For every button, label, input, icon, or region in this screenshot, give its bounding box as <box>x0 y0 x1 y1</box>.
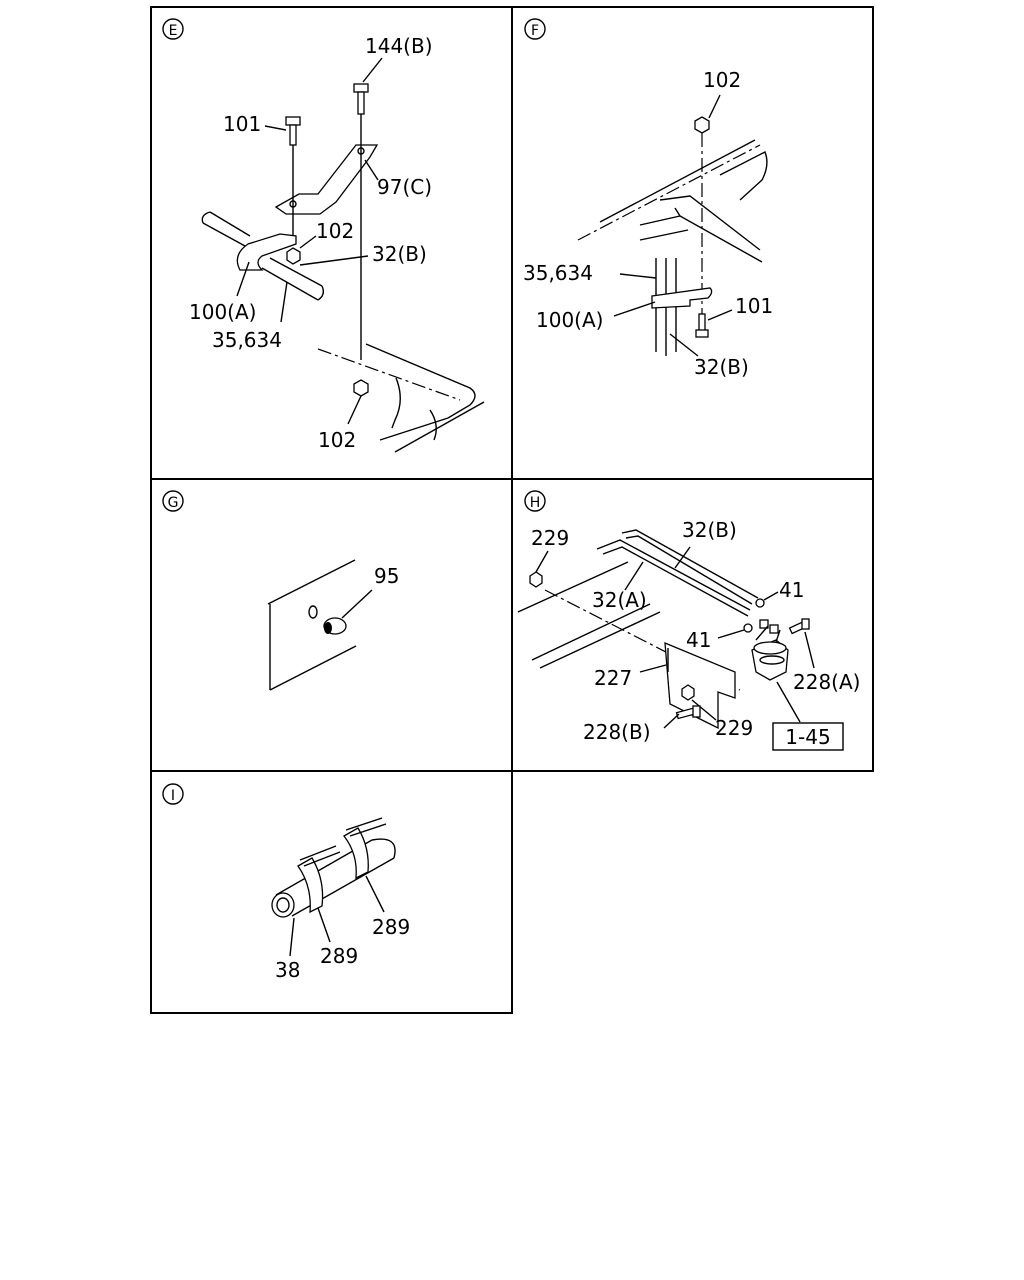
panel-e-marker: E <box>162 18 184 40</box>
label-38: 38 <box>275 958 300 982</box>
label-144b: 144(B) <box>365 34 433 58</box>
label-32a-h: 32(A) <box>592 588 647 612</box>
clamp-289-right <box>343 827 369 880</box>
grommet-95 <box>323 617 347 635</box>
bracket-97c <box>274 144 379 215</box>
pipe-35-634-e <box>201 211 325 301</box>
label-41-upper: 41 <box>779 578 804 602</box>
svg-text:H: H <box>530 495 541 511</box>
svg-text:E: E <box>169 23 178 39</box>
label-100a-e: 100(A) <box>189 300 256 324</box>
pipes-32-h <box>596 529 759 617</box>
panel-h: H 229 32(B) 32(A) 41 41 <box>517 490 860 751</box>
clamp-100a-f <box>651 287 713 309</box>
label-289-right: 289 <box>372 915 410 939</box>
label-229-right: 229 <box>715 716 753 740</box>
panel-e: E 144(B) 101 97(C) <box>162 18 485 453</box>
nut-229-left <box>529 571 543 588</box>
label-32b-e: 32(B) <box>372 242 427 266</box>
svg-text:G: G <box>168 495 179 511</box>
panel-frames <box>150 6 874 1014</box>
label-101: 101 <box>223 112 261 136</box>
bolt-101-f <box>695 313 709 338</box>
label-102-lower: 102 <box>318 428 356 452</box>
panel-i: I 289 38 289 <box>162 783 410 982</box>
label-228a: 228(A) <box>793 670 860 694</box>
label-95: 95 <box>374 564 399 588</box>
clamp-289-left <box>297 857 324 914</box>
panel-f: F 102 35,634 100(A) <box>523 18 773 379</box>
panel-f-marker: F <box>524 18 546 40</box>
panel-g-marker: G <box>162 490 184 512</box>
label-228b: 228(B) <box>583 720 651 744</box>
label-229-left: 229 <box>531 526 569 550</box>
fuel-filter-h <box>751 619 789 681</box>
label-41-lower: 41 <box>686 628 711 652</box>
nut-102-lower <box>353 379 369 397</box>
label-32b-h: 32(B) <box>682 518 737 542</box>
label-102-f: 102 <box>703 68 741 92</box>
hose-38 <box>271 838 396 918</box>
label-32b-f: 32(B) <box>694 355 749 379</box>
nut-229-right <box>681 684 695 701</box>
label-227: 227 <box>594 666 632 690</box>
label-97c: 97(C) <box>377 175 432 199</box>
svg-text:I: I <box>171 788 175 804</box>
clamp-100a-e <box>236 233 297 271</box>
washer-41-upper <box>755 598 765 608</box>
label-35-634-e: 35,634 <box>212 328 282 352</box>
label-101-f: 101 <box>735 294 773 318</box>
panel-plate-g <box>267 559 357 691</box>
label-100a-f: 100(A) <box>536 308 603 332</box>
label-289-left: 289 <box>320 944 358 968</box>
bolt-101 <box>285 116 301 146</box>
bracket-227 <box>664 641 736 730</box>
label-35-634-f: 35,634 <box>523 261 593 285</box>
fuel-tank-e <box>317 343 485 453</box>
bolt-228a <box>788 618 810 635</box>
ref-box-1-45[interactable]: 1-45 <box>772 722 844 751</box>
frame-f <box>577 139 768 263</box>
svg-text:1-45: 1-45 <box>785 725 830 749</box>
label-102-upper: 102 <box>316 219 354 243</box>
bolt-144b <box>353 83 369 115</box>
panel-i-marker: I <box>162 783 184 805</box>
nut-102-upper <box>286 247 301 265</box>
panel-g: G 95 <box>162 490 399 691</box>
svg-text:F: F <box>531 23 539 39</box>
nut-102-f <box>694 116 710 134</box>
washer-41-lower <box>743 623 753 633</box>
panel-h-marker: H <box>524 490 546 512</box>
